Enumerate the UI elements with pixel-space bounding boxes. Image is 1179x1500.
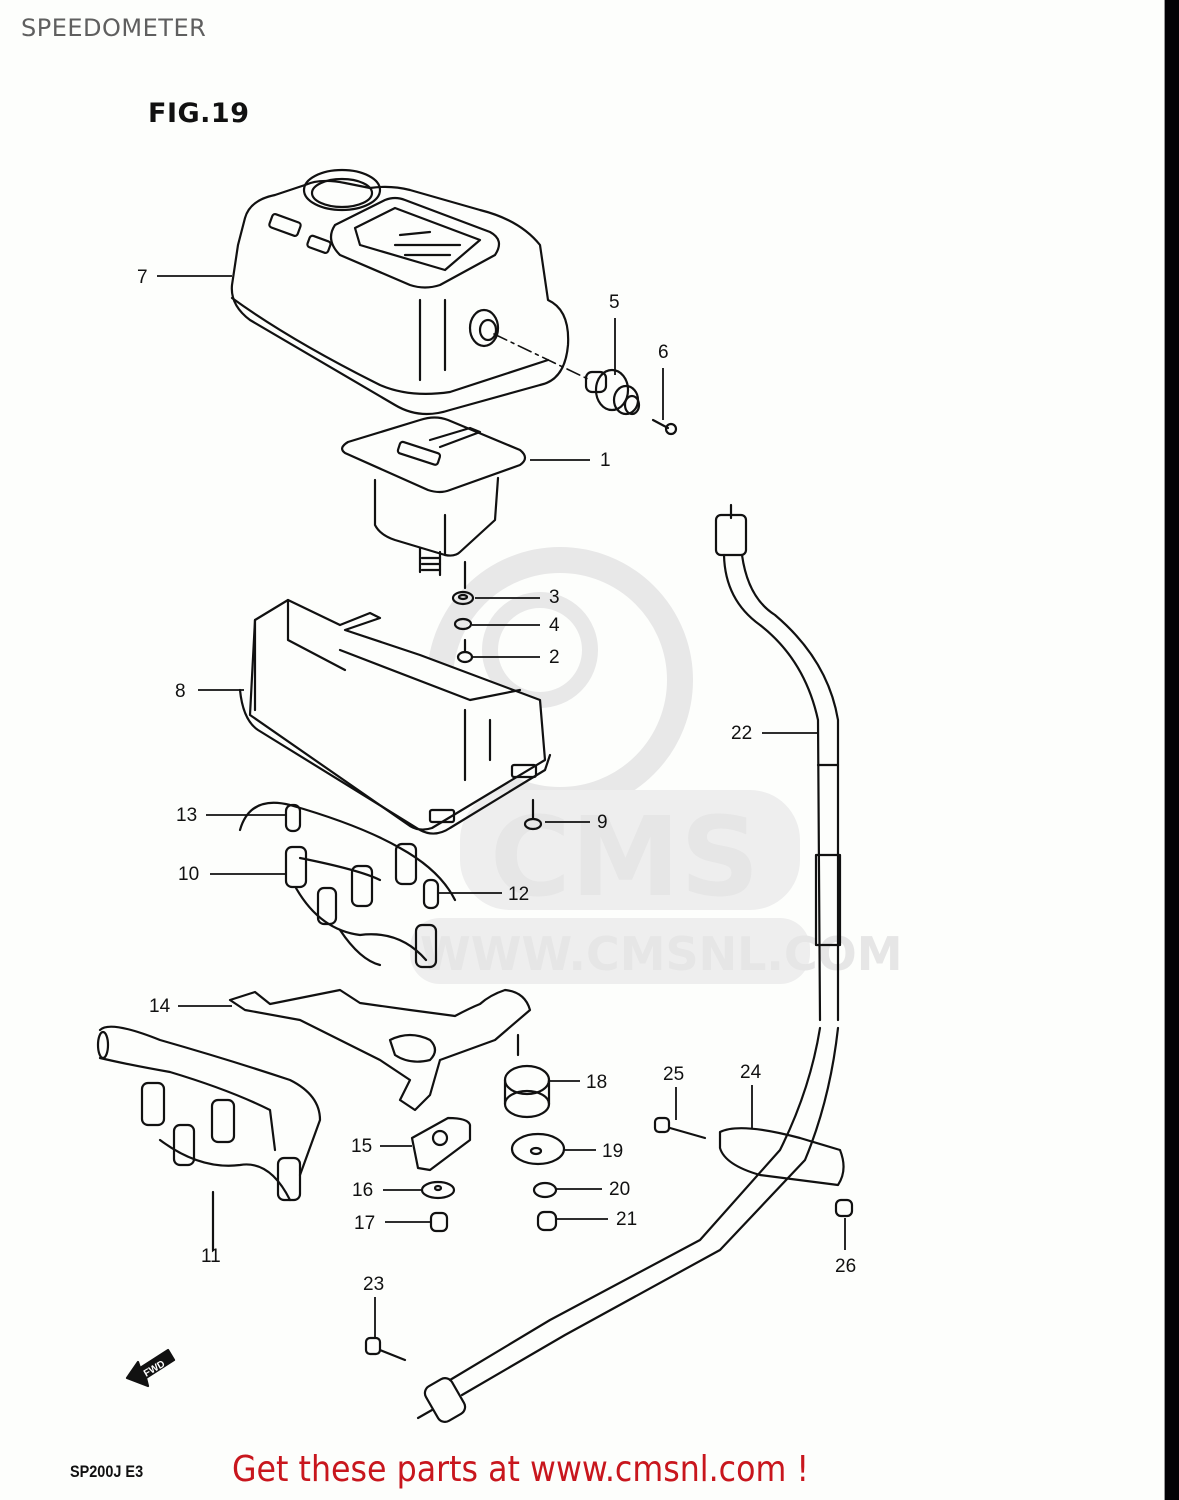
page-edge-bar xyxy=(1164,0,1179,1500)
callout-15: 15 xyxy=(351,1136,372,1157)
washer-part-20 xyxy=(532,1181,558,1199)
bulb-socket-harness xyxy=(238,801,457,969)
socket-harness-part-11 xyxy=(96,1025,322,1252)
callout-22: 22 xyxy=(731,723,752,744)
callout-3: 3 xyxy=(549,587,560,608)
bulb-part-12 xyxy=(422,878,440,910)
speedometer-cable-part-22 xyxy=(416,503,842,1423)
washer-part-19 xyxy=(510,1132,566,1166)
nut-part-26 xyxy=(834,1198,854,1218)
washer-part-3 xyxy=(451,590,475,606)
callout-labels: 1 2 3 4 5 6 7 8 9 10 11 12 13 14 15 16 1… xyxy=(137,267,856,1295)
tapping-screw-part-9 xyxy=(523,798,543,831)
callout-6: 6 xyxy=(658,342,669,363)
callout-11: 11 xyxy=(201,1246,221,1267)
callout-4: 4 xyxy=(549,615,560,636)
callout-10: 10 xyxy=(178,864,199,885)
callout-12: 12 xyxy=(508,884,529,905)
callout-25: 25 xyxy=(663,1064,684,1085)
lock-washer-part-4 xyxy=(453,617,473,631)
nut-part-21 xyxy=(536,1210,558,1232)
screw-part-6 xyxy=(651,418,678,436)
meter-case-part-8 xyxy=(238,598,552,835)
figure-label: FIG.19 xyxy=(148,98,250,129)
screw-part-2 xyxy=(456,638,474,664)
callout-23: 23 xyxy=(363,1274,384,1295)
speedometer-cover-part-7 xyxy=(230,168,570,416)
forward-direction-arrow-icon: FWD xyxy=(125,1348,176,1388)
callout-24: 24 xyxy=(740,1062,762,1083)
socket-part-10 xyxy=(284,845,308,889)
callout-7: 7 xyxy=(137,267,148,288)
bolt-part-25 xyxy=(653,1116,707,1140)
callout-14: 14 xyxy=(149,996,171,1017)
page-title: SPEEDOMETER xyxy=(21,14,207,42)
callout-9: 9 xyxy=(597,812,608,833)
fwd-label: FWD xyxy=(142,1359,167,1380)
callout-8: 8 xyxy=(175,681,186,702)
washer-part-16 xyxy=(420,1180,456,1200)
callout-17: 17 xyxy=(354,1213,375,1234)
callout-1: 1 xyxy=(600,450,611,471)
callout-20: 20 xyxy=(609,1179,630,1200)
speedometer-assembly-part-1 xyxy=(341,416,527,577)
callout-21: 21 xyxy=(616,1209,637,1230)
watermark: CMS WWW.CMSNL.COM xyxy=(410,547,903,984)
callout-13: 13 xyxy=(176,805,197,826)
cable-clamp-part-24 xyxy=(718,1127,845,1187)
bracket-part-14 xyxy=(228,988,532,1112)
nut-part-17 xyxy=(429,1211,449,1233)
callout-5: 5 xyxy=(609,292,620,313)
promo-link[interactable]: Get these parts at www.cmsnl.com ! xyxy=(232,1449,810,1490)
clamp-part-15 xyxy=(410,1116,472,1172)
callout-18: 18 xyxy=(586,1072,607,1093)
grommet-part-18 xyxy=(503,1064,551,1119)
callout-26: 26 xyxy=(835,1256,856,1277)
model-code: SP200J E3 xyxy=(70,1462,144,1481)
callout-16: 16 xyxy=(352,1180,373,1201)
callout-19: 19 xyxy=(602,1141,623,1162)
cable-fitting-part-5 xyxy=(584,368,641,416)
callout-leaders xyxy=(157,275,846,1338)
bolt-part-23 xyxy=(364,1336,407,1362)
bulb-part-13 xyxy=(284,803,302,833)
watermark-url-text: WWW.CMSNL.COM xyxy=(420,927,903,981)
callout-2: 2 xyxy=(549,647,560,668)
watermark-logo-text: CMS xyxy=(490,793,759,921)
